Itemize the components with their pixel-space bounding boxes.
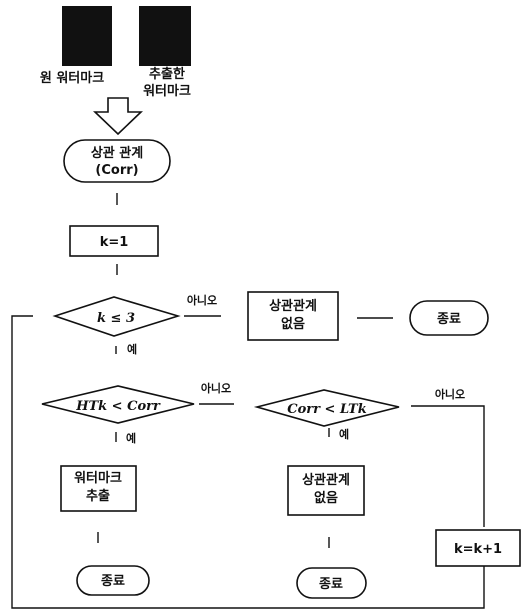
end-top-label: 종료 (437, 312, 461, 327)
loop-back-line (11, 315, 485, 609)
no-corr-mid-line2: 없음 (314, 490, 338, 506)
edge-label-no-1: 아니오 (187, 293, 217, 307)
no-corr-top-line2: 없음 (281, 316, 305, 332)
cond-lt-label: Corr < LTk (287, 402, 366, 417)
edge-label-yes-3: 예 (339, 427, 349, 441)
init-label: k=1 (100, 235, 129, 250)
end-left-label: 종료 (101, 574, 125, 589)
increment-label: k=k+1 (454, 542, 502, 557)
connector-cond-lt-no (411, 405, 485, 527)
extract-node (60, 465, 137, 512)
edge-label-yes-2: 예 (126, 431, 136, 445)
edge-label-yes-1: 예 (127, 342, 137, 356)
cond-ht-label: HTk < Corr (75, 399, 161, 414)
edge-label-no-3: 아니오 (435, 387, 465, 401)
edge-label-no-2: 아니오 (201, 381, 231, 395)
cond-ht-diamond (41, 385, 195, 424)
extract-label-line1: 워터마크 (74, 470, 122, 486)
cond-lt-diamond (253, 389, 400, 427)
correlation-label-line1: 상관 관계 (91, 145, 143, 161)
init-node (69, 225, 159, 257)
correlation-node (63, 139, 171, 183)
no-corr-mid-line1: 상관관계 (302, 472, 350, 488)
increment-node (435, 529, 521, 567)
original-watermark-image (62, 6, 112, 66)
no-corr-top-line1: 상관관계 (269, 298, 317, 314)
merge-arrow (93, 97, 143, 136)
original-watermark-label: 원 워터마크 (40, 70, 104, 86)
correlation-label-line2: (Corr) (95, 163, 138, 178)
extract-label-line2: 추출 (86, 488, 110, 504)
end-mid-label: 종료 (319, 577, 343, 592)
cond-k-diamond (52, 296, 181, 337)
no-corr-top-node (247, 291, 339, 341)
end-mid-node (296, 567, 367, 599)
extracted-watermark-image (139, 6, 191, 66)
no-corr-mid-node (287, 465, 365, 516)
end-top-node (409, 300, 489, 336)
end-left-node (76, 565, 150, 596)
cond-k-label: k ≤ 3 (97, 311, 135, 326)
extracted-watermark-label-line1: 추출한 (149, 66, 185, 82)
extracted-watermark-label-line2: 워터마크 (143, 83, 191, 99)
